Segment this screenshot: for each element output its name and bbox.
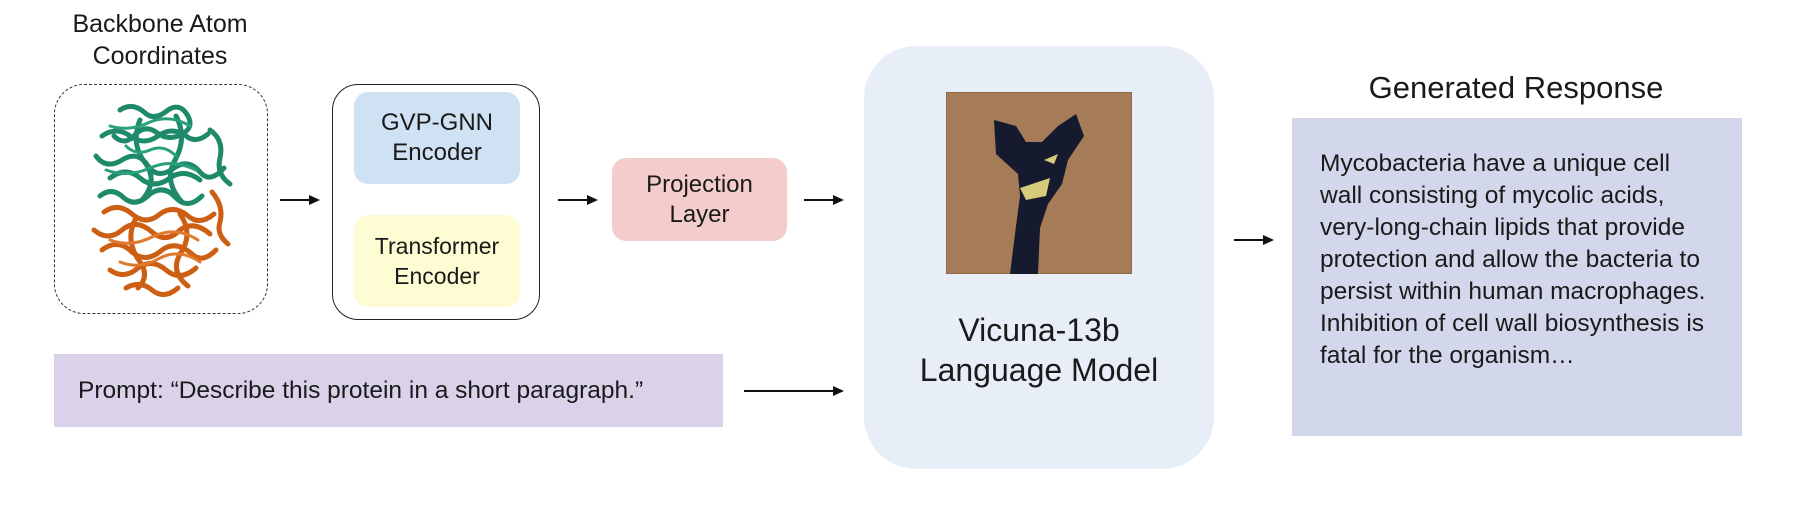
- arrow-to-projection: [558, 195, 598, 205]
- response-title: Generated Response: [1368, 70, 1664, 105]
- coordinates-box: [54, 84, 268, 314]
- prompt-box: Prompt: “Describe this protein in a shor…: [54, 354, 723, 427]
- prompt-text: Prompt: “Describe this protein in a shor…: [78, 376, 644, 404]
- coordinates-title: Backbone Atom Coordinates: [72, 10, 248, 70]
- gvp-gnn-encoder: GVP-GNN Encoder: [354, 92, 520, 184]
- arrow-prompt-to-language-model: [744, 386, 844, 396]
- projection-layer: Projection Layer: [612, 158, 787, 241]
- transformer-encoder: Transformer Encoder: [354, 215, 520, 307]
- language-model-label: Vicuna-13b Language Model: [919, 312, 1159, 388]
- response-text: Mycobacteria have a unique cell wall con…: [1292, 118, 1742, 436]
- arrow-to-encoder: [280, 195, 320, 205]
- arrow-to-language-model: [804, 195, 844, 205]
- arrow-to-response: [1234, 235, 1274, 245]
- protein-structure-icon: [91, 104, 233, 297]
- encoder-group-box: [332, 84, 540, 320]
- vicuna-logo-icon: [946, 92, 1132, 274]
